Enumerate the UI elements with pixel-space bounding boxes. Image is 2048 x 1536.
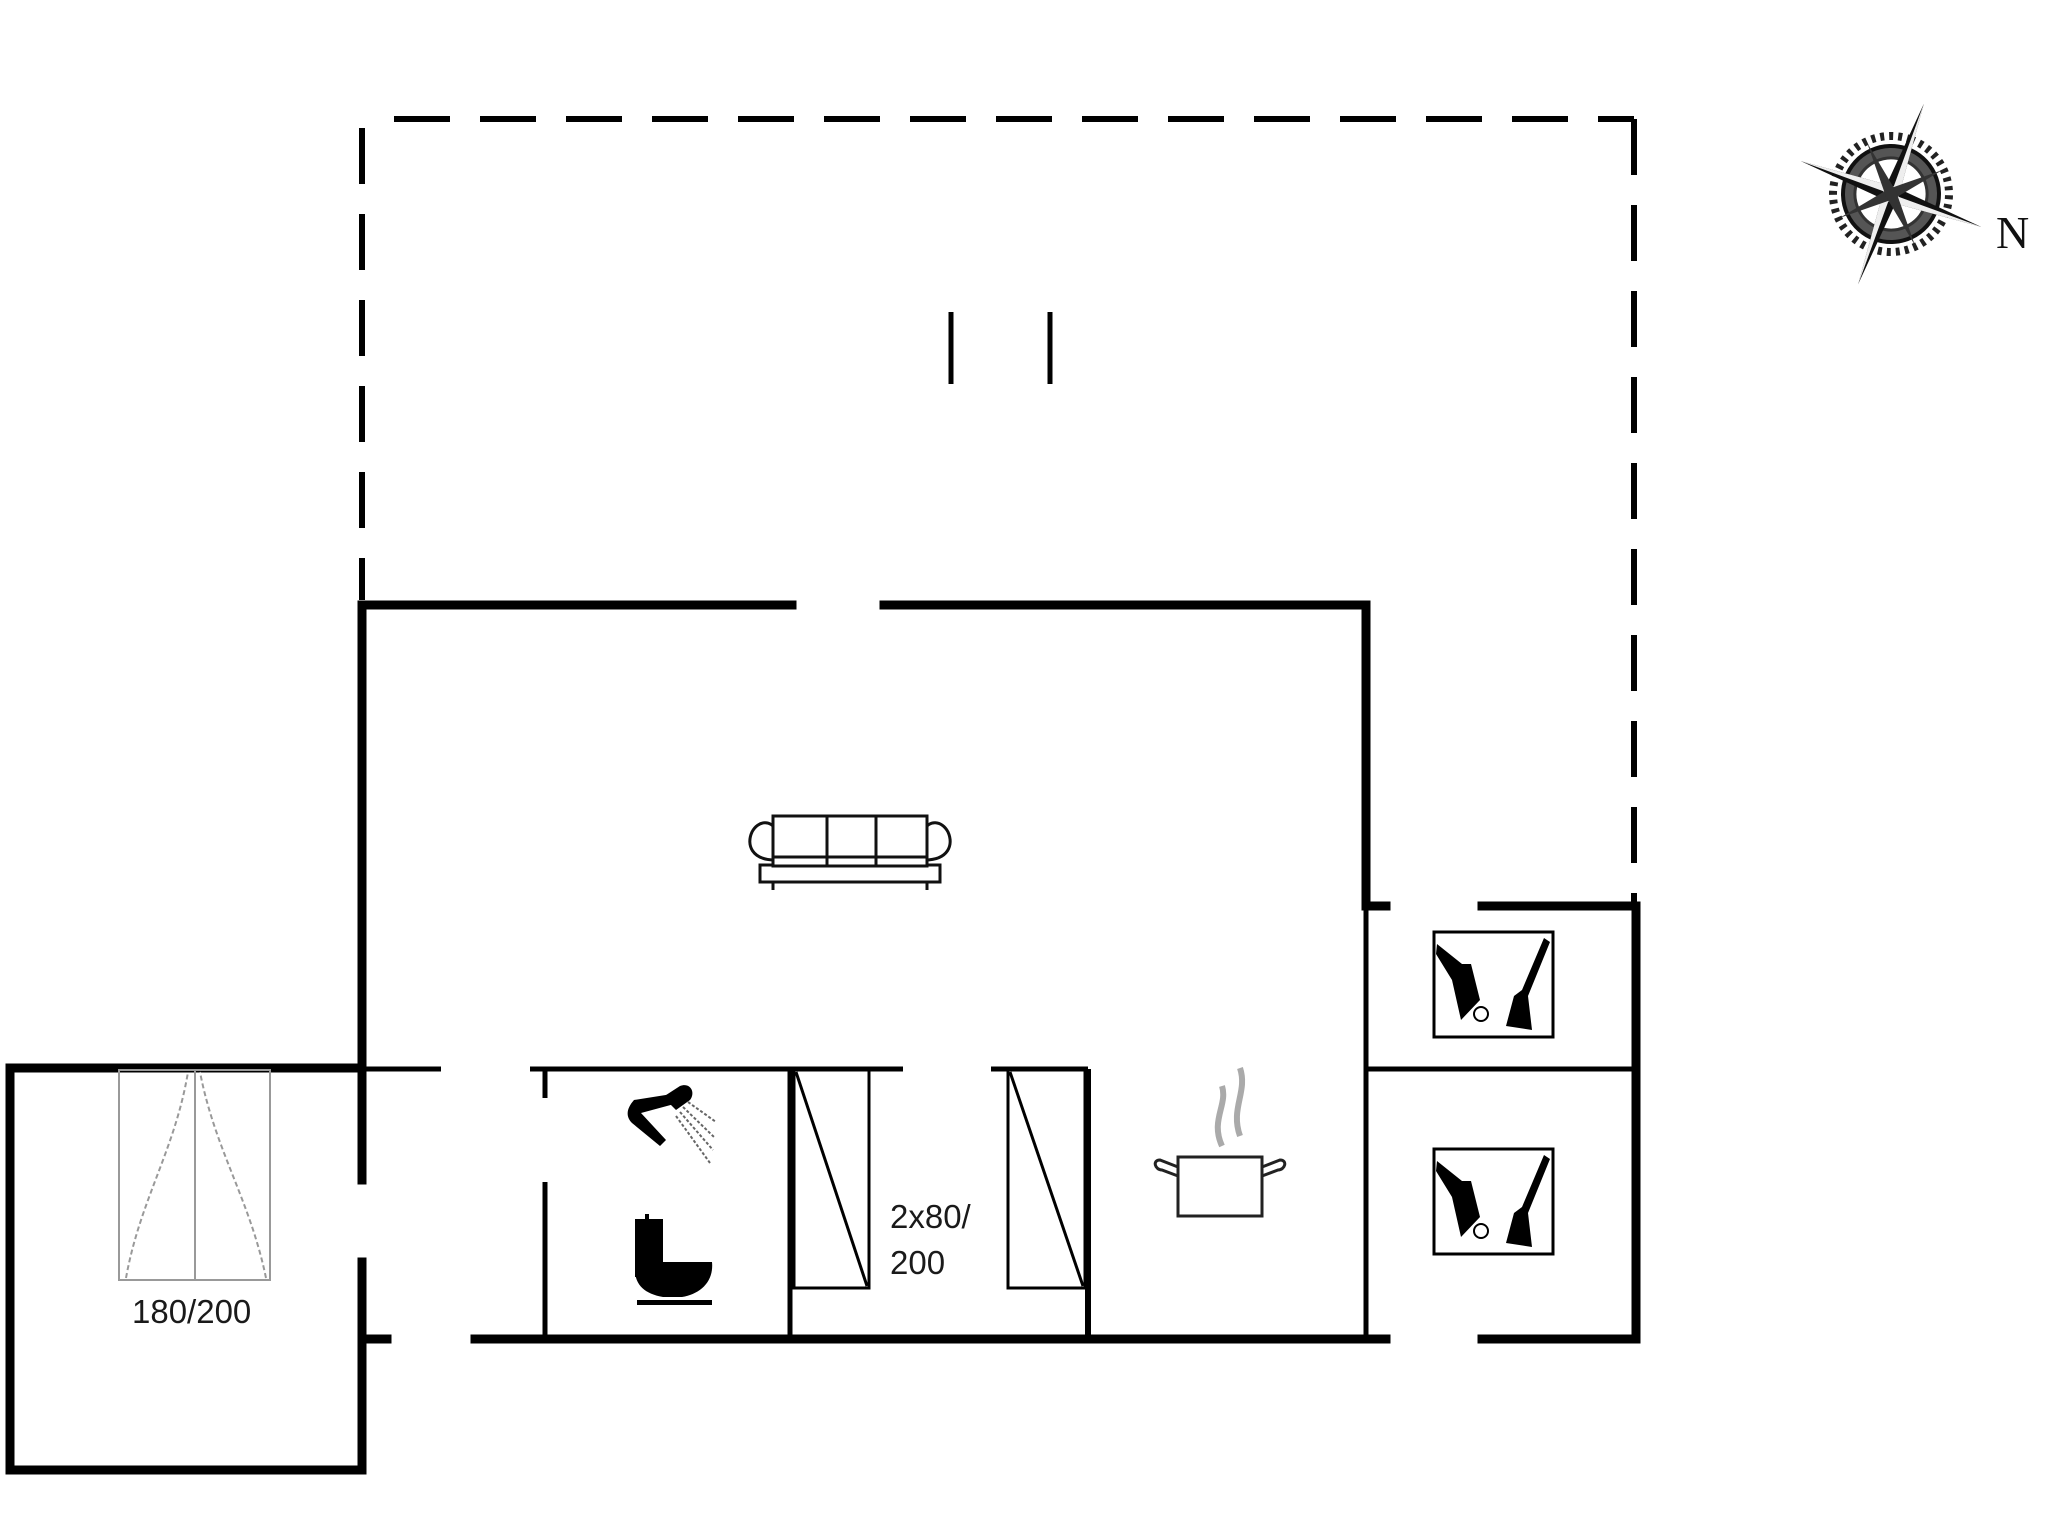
shower-icon <box>627 1085 717 1164</box>
cleaning-tools-icon <box>1432 1147 1555 1256</box>
double-bed-icon <box>118 1069 271 1281</box>
terrace-markers <box>948 312 1053 384</box>
cleaning-tools-icon <box>1432 930 1555 1039</box>
sofa-icon <box>748 814 952 890</box>
twin-beds-size-label-line2: 200 <box>890 1244 946 1281</box>
single-bed-icon <box>792 1068 871 1290</box>
single-bed-icon <box>1006 1068 1087 1290</box>
cooking-pot-icon <box>1153 1067 1287 1218</box>
terrace-outline <box>359 116 1637 906</box>
toilet-icon <box>635 1214 713 1305</box>
compass-rose-icon <box>1800 103 1982 285</box>
double-bed-size-label: 180/200 <box>132 1293 252 1330</box>
twin-beds-size-label-line1: 2x80/ <box>890 1198 971 1235</box>
north-label: N <box>1996 207 2030 258</box>
exterior-walls <box>5 600 1641 1475</box>
